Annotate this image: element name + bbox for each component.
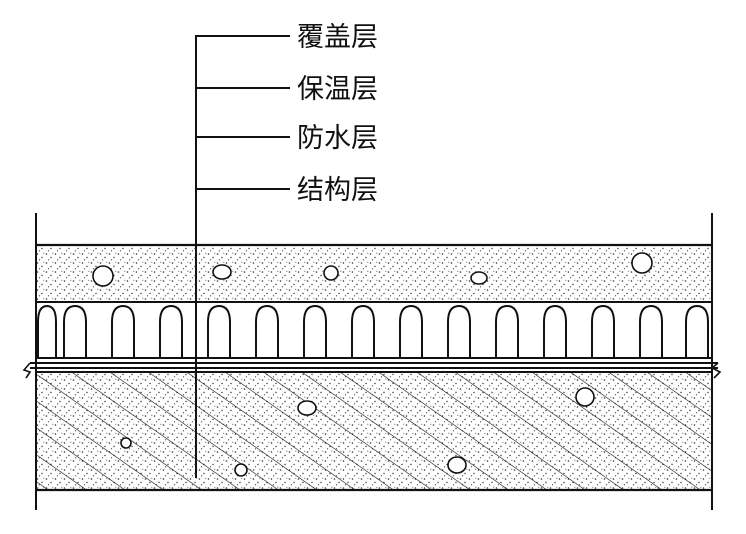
insulation-loop bbox=[639, 304, 663, 358]
label-structural-layer: 结构层 bbox=[297, 175, 378, 206]
membrane-break-right bbox=[710, 362, 722, 379]
insulation-loop bbox=[399, 304, 423, 358]
aggregate-pebble bbox=[234, 463, 248, 477]
label-waterproof-layer: 防水层 bbox=[297, 123, 378, 154]
aggregate-pebble bbox=[212, 264, 232, 280]
aggregate-pebble bbox=[447, 456, 467, 474]
insulation-loop bbox=[63, 304, 87, 358]
insulation-loop bbox=[591, 304, 615, 358]
aggregate-pebble bbox=[575, 387, 595, 407]
cover-layer-band bbox=[36, 243, 712, 303]
insulation-loop bbox=[685, 304, 709, 358]
aggregate-pebble bbox=[120, 437, 132, 449]
membrane-break-left bbox=[22, 362, 32, 379]
waterproof-membrane bbox=[22, 362, 722, 379]
aggregate-pebble bbox=[92, 265, 114, 287]
label-cover-layer: 覆盖层 bbox=[297, 22, 378, 53]
layer-labels: 覆盖层 保温层 防水层 结构层 bbox=[297, 22, 378, 206]
insulation-loop bbox=[159, 304, 183, 358]
insulation-layer-band bbox=[36, 304, 712, 359]
insulation-loop bbox=[111, 304, 135, 358]
aggregate-pebble bbox=[631, 252, 653, 274]
aggregate-pebble bbox=[323, 265, 339, 281]
aggregate-pebble bbox=[470, 271, 488, 285]
insulation-loop bbox=[37, 304, 57, 358]
aggregate-pebble bbox=[297, 400, 317, 416]
insulation-loop bbox=[495, 304, 519, 358]
label-insulation-layer: 保温层 bbox=[297, 74, 378, 105]
insulation-loop bbox=[207, 304, 231, 358]
leader-line-cover bbox=[195, 35, 290, 478]
structural-layer-band bbox=[36, 371, 712, 492]
leader-lines bbox=[195, 35, 290, 478]
insulation-loop bbox=[351, 304, 375, 358]
insulation-loop bbox=[303, 304, 327, 358]
insulation-loop bbox=[255, 304, 279, 358]
insulation-loop bbox=[543, 304, 567, 358]
insulation-loop bbox=[447, 304, 471, 358]
